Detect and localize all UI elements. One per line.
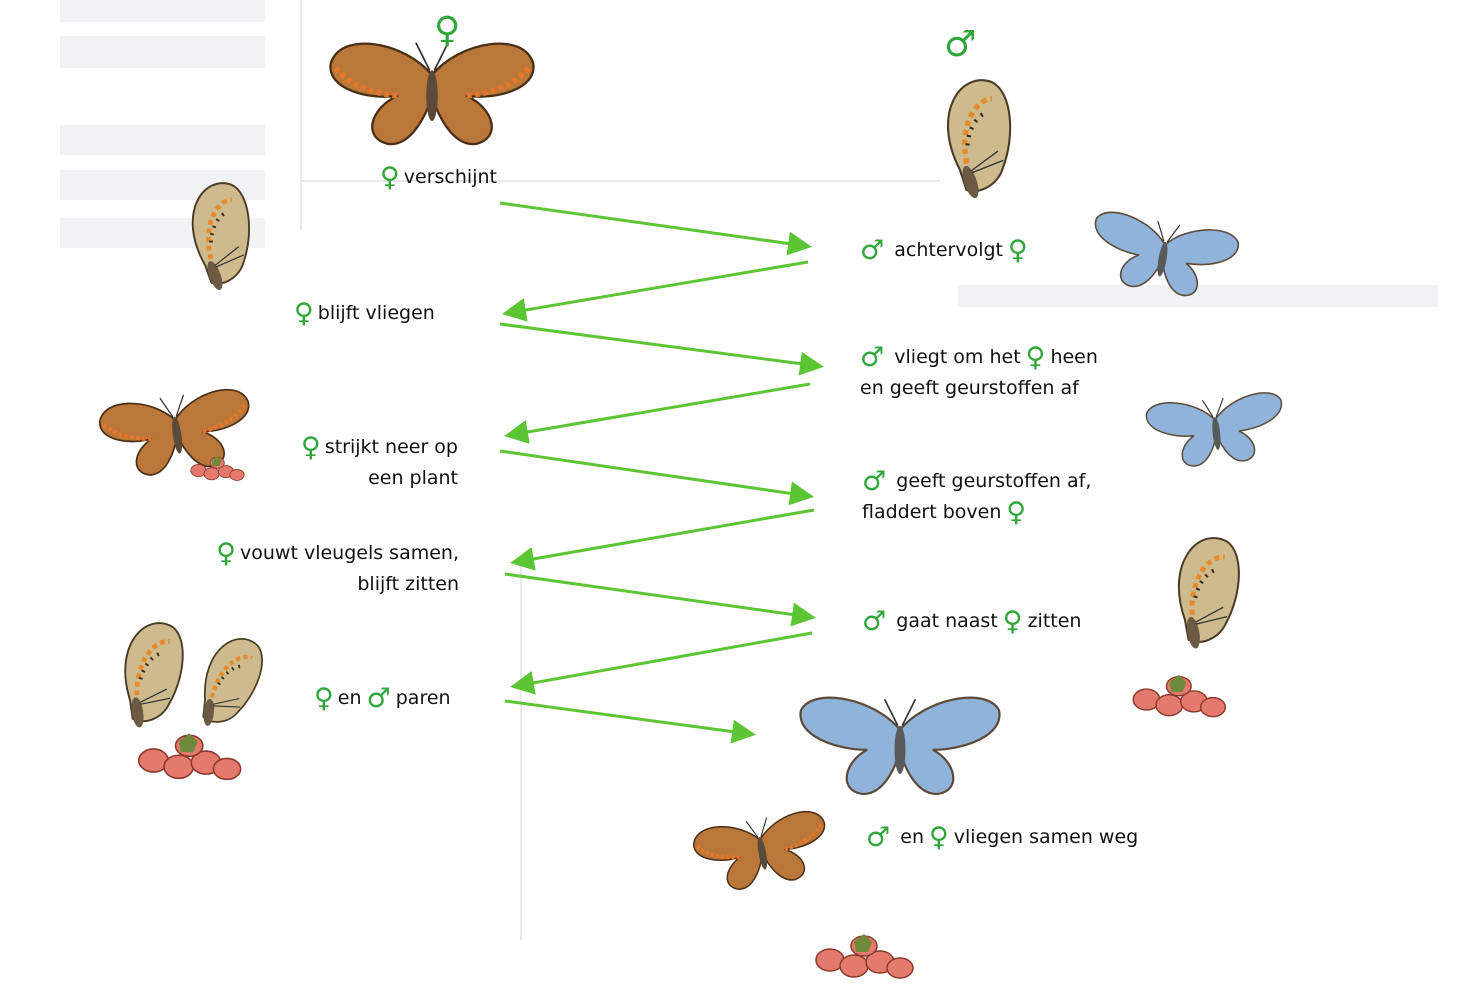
step-female-lands: ♀strijkt neer op een plant bbox=[282, 432, 458, 494]
arrow-f5-m5 bbox=[504, 699, 756, 744]
arrow-m3-f4 bbox=[510, 508, 815, 571]
step-text: heen bbox=[1050, 346, 1098, 368]
male-symbol-icon: ♂ bbox=[860, 342, 885, 373]
step-text: vliegt om het bbox=[894, 346, 1021, 368]
arrow-f1-m1 bbox=[499, 201, 812, 256]
male-symbol-icon: ♂ bbox=[866, 822, 891, 853]
female-symbol-icon: ♀ bbox=[1006, 497, 1027, 528]
male-butterfly-flying-illustration bbox=[1084, 208, 1242, 305]
female-symbol-icon: ♀ bbox=[1025, 342, 1046, 373]
sequence-arrows bbox=[499, 201, 824, 744]
female-symbol-icon: ♀ bbox=[1008, 235, 1028, 266]
step-male-circles: ♂ vliegt om het♀heen en geeft geurstoffe… bbox=[860, 342, 1098, 404]
male-butterfly-sitting-illustration bbox=[1170, 534, 1251, 650]
female-butterfly-departing-illustration bbox=[689, 805, 835, 898]
female-butterfly-perched-illustration bbox=[179, 177, 270, 293]
female-butterfly-mating-illustration bbox=[118, 620, 192, 728]
female-symbol-icon: ♀ bbox=[301, 432, 321, 463]
step-male-pursues: ♂ achtervolgt♀ bbox=[860, 235, 1033, 266]
male-butterfly-mating-illustration bbox=[201, 635, 264, 730]
step-text: blijft vliegen bbox=[317, 302, 435, 324]
arrow-m4-f5 bbox=[510, 631, 813, 695]
male-butterfly-departing-illustration bbox=[799, 696, 1001, 796]
male-symbol-icon: ♂ bbox=[860, 235, 885, 266]
female-symbol-icon: ♀ bbox=[929, 822, 949, 853]
background-block bbox=[60, 125, 265, 155]
step-text: en geeft geurstoffen af bbox=[860, 377, 1079, 399]
background-block bbox=[60, 36, 265, 68]
heather-flower-illustration bbox=[1132, 674, 1227, 718]
step-text: gaat naast bbox=[896, 610, 998, 632]
male-symbol-icon: ♂ bbox=[366, 683, 391, 714]
arrow-f4-m4 bbox=[504, 572, 816, 627]
step-text: vliegen samen weg bbox=[953, 826, 1139, 848]
step-text: zitten bbox=[1027, 610, 1082, 632]
step-mating: ♀en♂paren bbox=[314, 683, 451, 714]
step-male-sits-beside: ♂ gaat naast♀zitten bbox=[862, 606, 1081, 637]
female-butterfly-landing-illustration bbox=[97, 386, 256, 481]
step-text: en bbox=[900, 826, 924, 848]
step-text: verschijnt bbox=[403, 166, 497, 188]
heather-flower-illustration bbox=[138, 732, 242, 781]
step-text: vouwt vleugels samen, bbox=[240, 542, 459, 564]
female-symbol-icon: ♀ bbox=[294, 298, 314, 329]
step-text: een plant bbox=[368, 467, 458, 489]
arrow-m1-f2 bbox=[502, 260, 809, 322]
background-line bbox=[520, 560, 522, 940]
female-symbol-icon: ♀ bbox=[1002, 606, 1023, 637]
step-fly-away-together: ♂ en♀vliegen samen weg bbox=[866, 822, 1138, 853]
female-butterfly-illustration bbox=[330, 43, 533, 144]
female-symbol-icon: ♀ bbox=[380, 162, 400, 193]
background-line bbox=[300, 180, 940, 182]
step-male-hovers: ♂ geeft geurstoffen af, fladdert boven♀ bbox=[862, 466, 1091, 528]
step-text: en bbox=[337, 687, 362, 709]
female-symbol-icon: ♀ bbox=[434, 10, 461, 51]
male-symbol-icon: ♂ bbox=[944, 24, 977, 65]
step-female-folds-wings: ♀vouwt vleugels samen, blijft zitten bbox=[202, 538, 459, 600]
step-text: strijkt neer op bbox=[324, 436, 458, 458]
step-text: blijft zitten bbox=[357, 573, 459, 595]
male-symbol-icon: ♂ bbox=[862, 606, 887, 637]
arrow-f3-m3 bbox=[499, 449, 814, 506]
step-text: geeft geurstoffen af, bbox=[896, 470, 1092, 492]
background-block bbox=[958, 285, 1438, 307]
female-symbol-icon: ♀ bbox=[216, 538, 237, 569]
male-butterfly-courting-illustration bbox=[1144, 390, 1288, 472]
step-female-appears: ♀verschijnt bbox=[380, 162, 497, 193]
step-female-keeps-flying: ♀blijft vliegen bbox=[294, 298, 435, 329]
male-butterfly-chasing-illustration bbox=[934, 74, 1032, 201]
background-block bbox=[60, 0, 265, 22]
arrow-m2-f3 bbox=[504, 382, 811, 444]
step-text: paren bbox=[395, 687, 451, 709]
male-symbol-icon: ♂ bbox=[862, 466, 887, 497]
arrow-f2-m2 bbox=[499, 322, 824, 376]
step-text: fladdert boven bbox=[862, 501, 1002, 523]
heather-flower-illustration bbox=[815, 933, 914, 979]
background-line bbox=[300, 0, 302, 230]
step-text: achtervolgt bbox=[894, 239, 1004, 261]
female-symbol-icon: ♀ bbox=[314, 683, 334, 714]
